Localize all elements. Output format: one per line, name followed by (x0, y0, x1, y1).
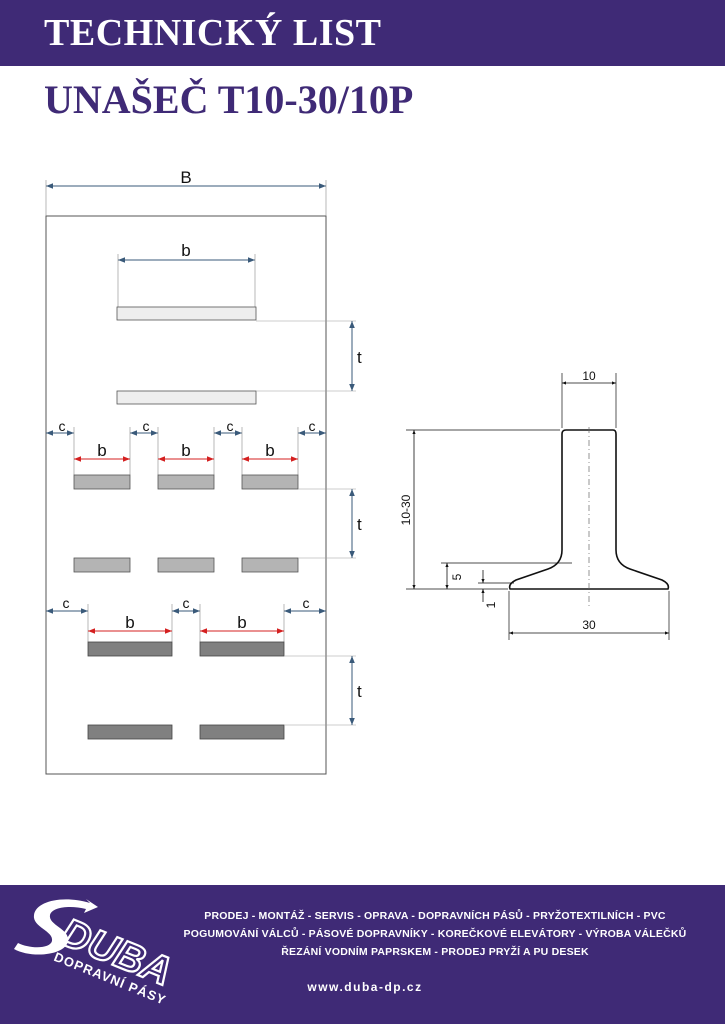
label-c: c (227, 418, 234, 434)
duba-logo: DUBA DOPRAVNÍ PÁSY (14, 899, 179, 1008)
cleat-strip (116, 306, 257, 321)
label-c: c (59, 418, 66, 434)
cleat-strip (199, 724, 285, 740)
services-line: ŘEZÁNÍ VODNÍM PAPRSKEM - PRODEJ PRYŽÍ A … (281, 946, 589, 958)
label-b-3: b (237, 613, 246, 632)
label-t-1: t (357, 348, 362, 367)
belt-outline (45, 215, 327, 775)
cleat-strip (157, 557, 215, 573)
label-c: c (63, 595, 70, 611)
cleat-strip (87, 724, 173, 740)
services-list: PRODEJ - MONTÁŽ - SERVIS - OPRAVA - DOPR… (170, 907, 700, 961)
cleat-strip (241, 474, 299, 490)
footer-band (0, 885, 725, 1024)
technical-drawing: B b t c c c c b b b t c c c b b (45, 168, 670, 775)
logo-swoosh-icon (14, 899, 98, 955)
document-title: TECHNICKÝ LIST (44, 12, 382, 54)
label-b-3: b (125, 613, 134, 632)
cleat-strip (241, 557, 299, 573)
cleat-strip (87, 641, 173, 657)
label-height: 10-30 (399, 494, 413, 525)
cleat-strip (73, 557, 131, 573)
header-band: TECHNICKÝ LIST (0, 0, 725, 66)
cleat-strip (116, 390, 257, 405)
label-fillet: 5 (450, 573, 464, 580)
label-b-1: b (181, 241, 190, 260)
label-t-2: t (357, 515, 362, 534)
label-c: c (309, 418, 316, 434)
services-line: PRODEJ - MONTÁŽ - SERVIS - OPRAVA - DOPR… (204, 910, 666, 922)
label-b-2: b (181, 441, 190, 460)
label-c: c (303, 595, 310, 611)
label-top-width: 10 (582, 369, 596, 383)
product-title: UNAŠEČ T10-30/10P (44, 77, 414, 122)
label-base-thickness: 1 (484, 601, 498, 608)
cleat-strip (157, 474, 215, 490)
label-b-2: b (265, 441, 274, 460)
label-c: c (183, 595, 190, 611)
cleat-strip (199, 641, 285, 657)
website-link[interactable]: www.duba-dp.cz (307, 980, 423, 994)
label-b-2: b (97, 441, 106, 460)
cleat-strip (73, 474, 131, 490)
label-base-width: 30 (582, 618, 596, 632)
label-c: c (143, 418, 150, 434)
services-line: POGUMOVÁNÍ VÁLCŮ - PÁSOVÉ DOPRAVNÍKY - K… (183, 928, 687, 940)
label-t-3: t (357, 682, 362, 701)
label-B: B (180, 168, 191, 187)
cleat-profile (508, 429, 670, 590)
